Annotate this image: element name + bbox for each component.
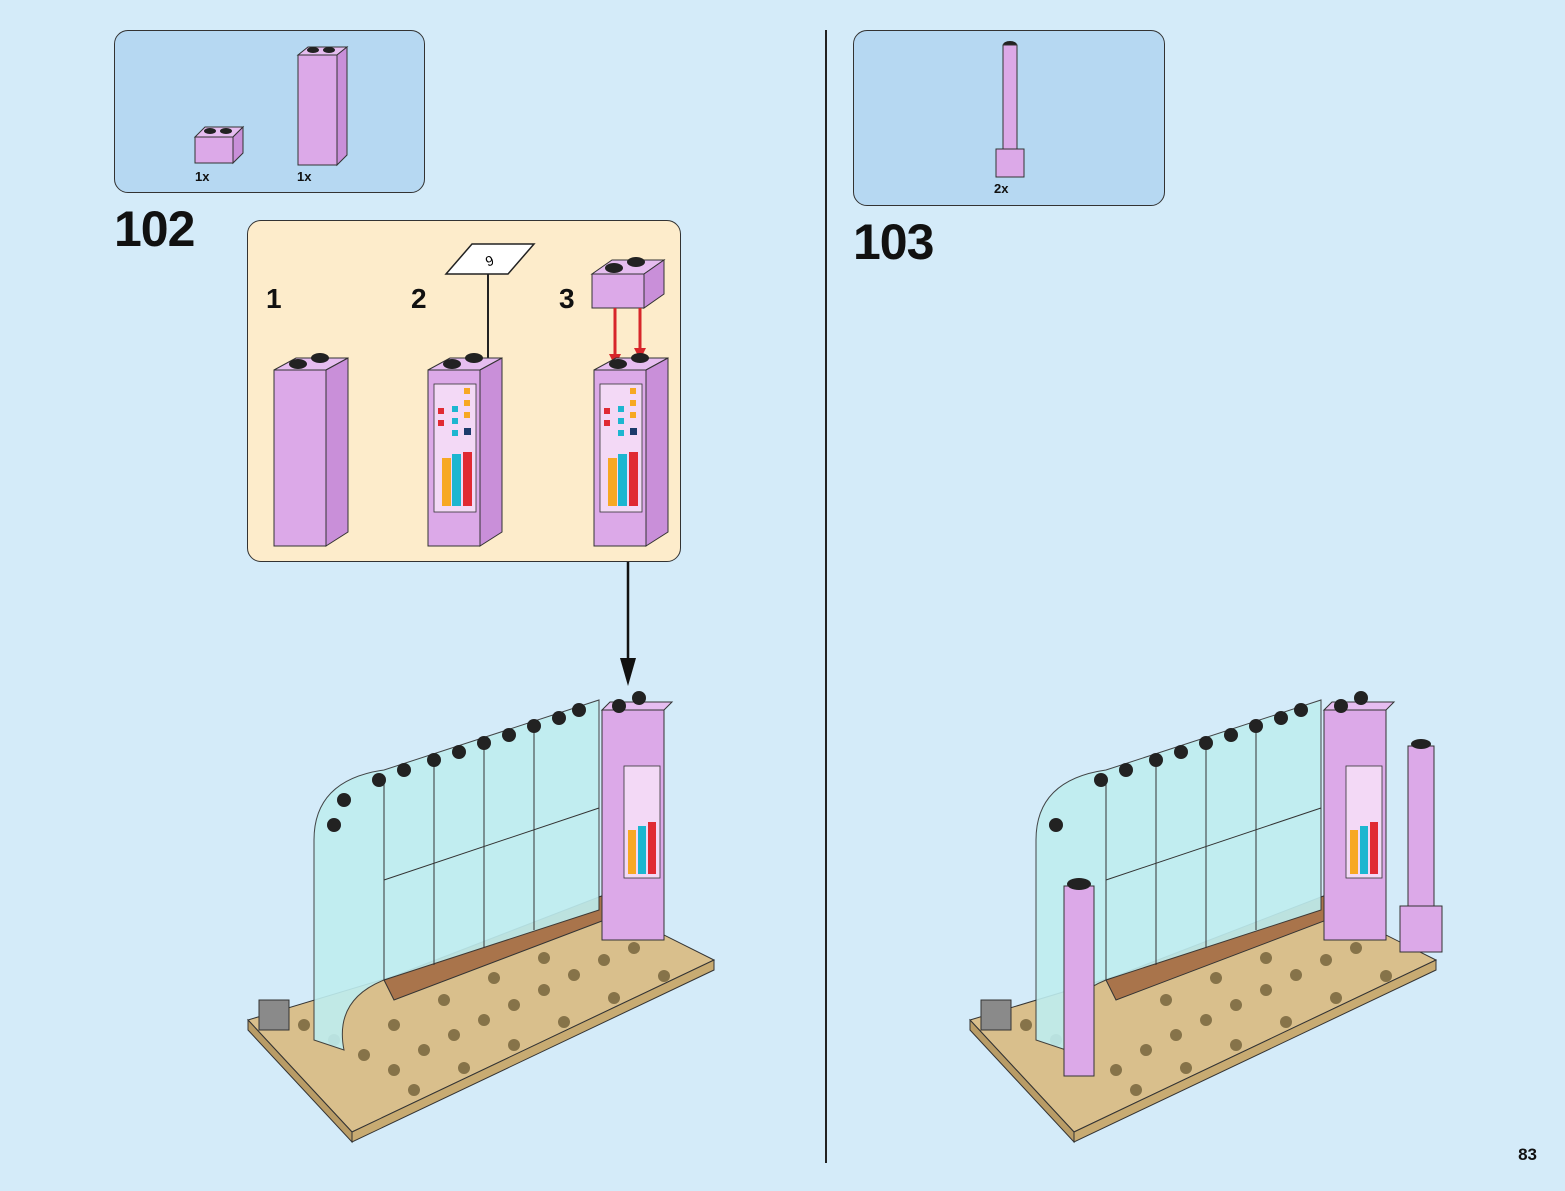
part-qty: 2x [994, 181, 1009, 196]
brick-1x2-on-top-illustration [590, 257, 666, 309]
brick-1x2x5-icon [296, 45, 349, 167]
page-number: 83 [1518, 1145, 1537, 1164]
parts-box-103: 2x [853, 30, 1165, 206]
stickered-brick-illustration [593, 353, 669, 547]
column-1x1-icon [995, 41, 1025, 178]
part-qty: 1x [297, 169, 312, 184]
step-number: 102 [114, 201, 195, 257]
substep-number: 1 [266, 283, 282, 314]
stickered-brick-illustration [427, 353, 503, 547]
substep-number: 3 [559, 283, 575, 314]
shop-window-model-illustration [247, 691, 716, 1144]
shop-window-columns-model-illustration [969, 691, 1443, 1144]
placement-arrow-icon [620, 562, 636, 686]
brick-1x2-icon [193, 125, 245, 165]
sticker-callout: 6 [444, 243, 536, 378]
parts-box-102: 1x 1x [114, 30, 425, 193]
substep-number: 2 [411, 283, 427, 314]
step-number: 103 [853, 214, 934, 270]
part-qty: 1x [195, 169, 210, 184]
page-divider [825, 30, 827, 1163]
tall-brick-illustration [273, 353, 349, 547]
